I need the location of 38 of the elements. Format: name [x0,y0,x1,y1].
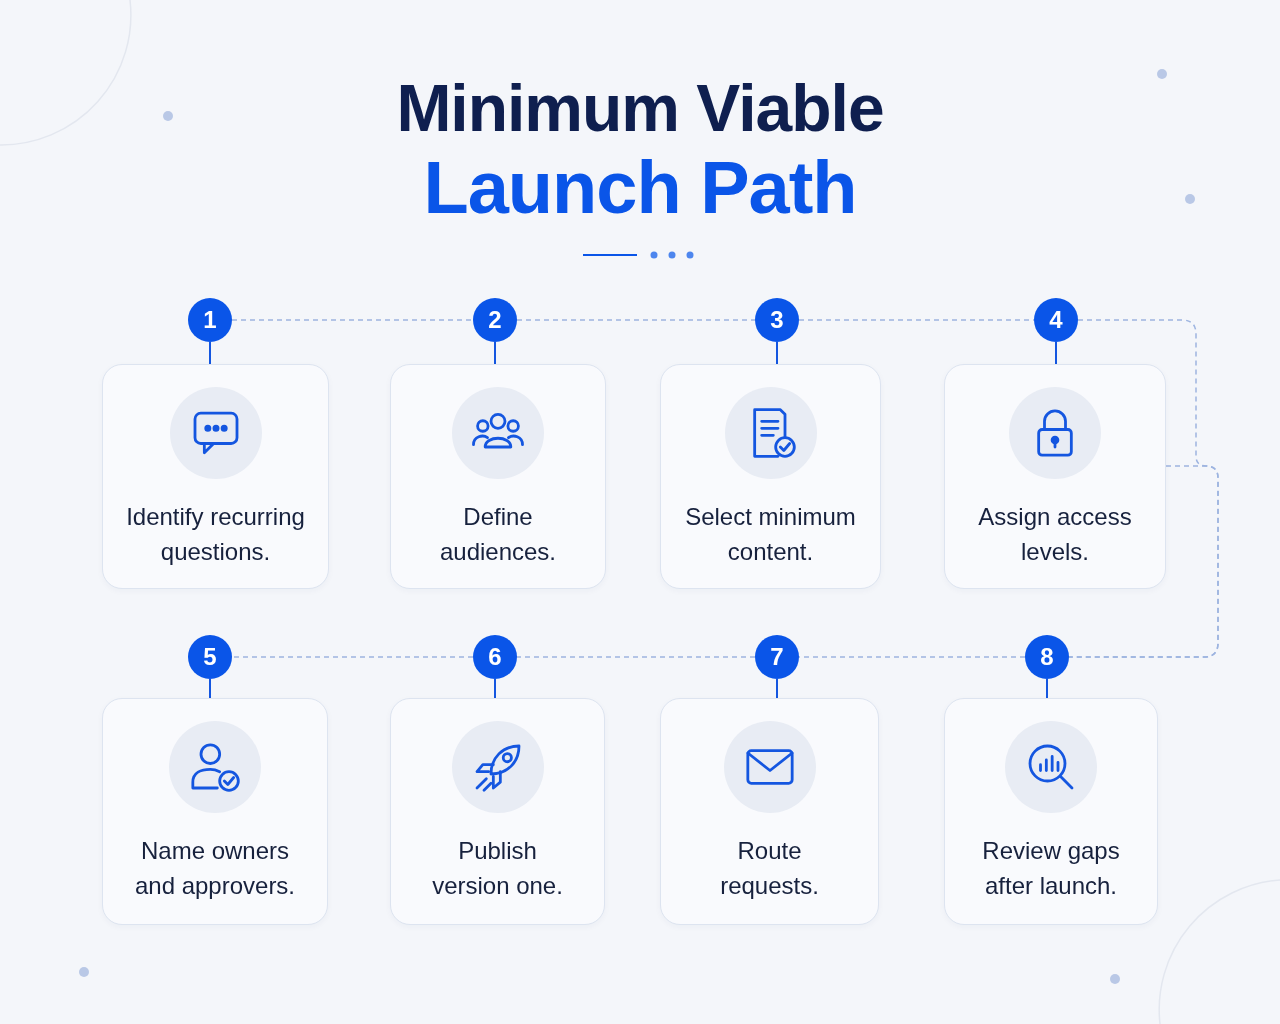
step-card [944,364,1166,589]
connector-line [209,341,211,365]
step-number: 6 [473,635,517,679]
step-text: Review gaps after launch. [981,836,1121,901]
step-card [944,698,1158,925]
step-card [390,364,606,589]
connector-line [231,656,474,658]
step-text: Name owners and approvers. [133,836,297,901]
step-number: 1 [188,298,232,342]
step-number: 3 [755,298,799,342]
title: Minimum Viable Launch Path [395,70,885,230]
connector-line [1046,678,1048,699]
step-card [660,364,881,589]
step-number: 4 [1034,298,1078,342]
step-number: 7 [755,635,799,679]
connector-line [776,678,778,699]
step-text: Publish version one. [431,836,564,901]
step-number: 5 [188,635,232,679]
connector-line [231,319,474,321]
connector-line [1068,465,1219,658]
step-card [660,698,879,925]
step-text: Identify recurring questions. [125,502,306,567]
connector-line [494,678,496,699]
connector-line [516,319,756,321]
connector-line [494,341,496,365]
step-text: Assign access levels. [977,502,1133,567]
step-card [390,698,605,925]
step-number: 2 [473,298,517,342]
step-text: Select minimum content. [684,502,857,567]
step-card [102,364,329,589]
connector-line [209,678,211,699]
connector-line [1055,341,1057,365]
step-number: 8 [1025,635,1069,679]
connector-line [516,656,756,658]
step-card [102,698,328,925]
step-text: Define audiences. [438,502,558,567]
connector-line [776,341,778,365]
step-text: Route requests. [719,836,820,901]
